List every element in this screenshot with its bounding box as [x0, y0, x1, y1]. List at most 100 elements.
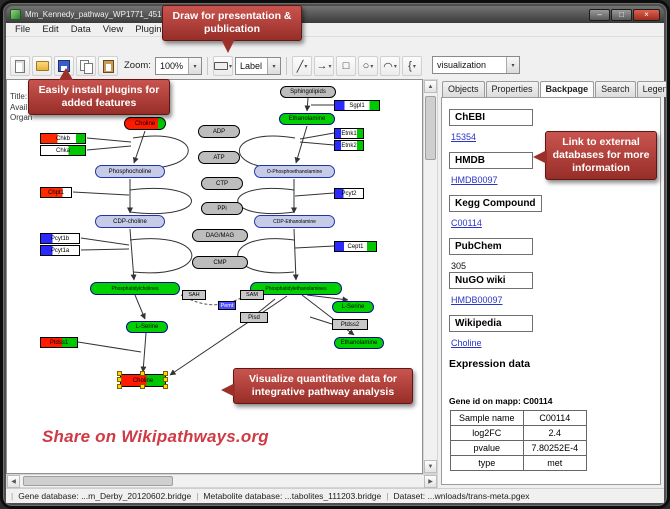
tab-objects[interactable]: Objects — [442, 81, 485, 97]
new-file-button[interactable] — [10, 56, 30, 76]
section-header-wikipedia: Wikipedia — [449, 315, 533, 332]
pathway-node-cdp-ethanolamine[interactable]: CDP-Ethanolamine — [254, 215, 335, 228]
nugo-link[interactable]: HMDB00097 — [451, 295, 503, 305]
pathway-node-pemt[interactable]: Pemt — [218, 301, 236, 310]
pathway-node-chpt1[interactable]: Chpt1 — [40, 187, 72, 198]
horizontal-scroll-thumb[interactable] — [23, 476, 173, 486]
scroll-down-icon[interactable]: ▼ — [424, 460, 437, 473]
visualization-value: visualization — [437, 60, 487, 70]
zoom-select[interactable]: 100% ▾ — [154, 57, 202, 75]
pathway-node-cdp-choline[interactable]: CDP-choline — [95, 215, 165, 228]
pathway-node-pcyt1a[interactable]: Pcyt1a — [40, 245, 80, 256]
arc-icon: ◠ — [383, 60, 393, 73]
title-bar[interactable]: Mm_Kennedy_pathway_WP1771_45176.gp... – … — [6, 6, 664, 23]
pathway-node-o-phosphoethanolamine[interactable]: O-Phosphoethanolamine — [254, 165, 335, 178]
wikipedia-link[interactable]: Choline — [451, 338, 482, 348]
maximize-button[interactable]: □ — [611, 8, 632, 21]
menu-data[interactable]: Data — [70, 24, 91, 35]
pathway-node-dag-mag[interactable]: DAG/MAG — [192, 229, 248, 242]
pubchem-value: 305 — [451, 261, 467, 271]
selection-handle[interactable] — [163, 377, 168, 382]
dropdown-icon[interactable]: ▾ — [187, 58, 201, 74]
pathway-node-ethanolamine-bottom[interactable]: Ethanolamine — [334, 337, 384, 349]
menu-edit[interactable]: Edit — [42, 24, 59, 35]
rectangle-icon: □ — [342, 60, 350, 72]
pathway-node-etnk2[interactable]: Etnk2 — [334, 140, 364, 151]
pathway-node-pcyt2[interactable]: Pcyt2 — [334, 188, 364, 199]
pathway-node-ptdss1[interactable]: Ptdss1 — [40, 337, 78, 348]
dropdown-icon: ▾ — [412, 63, 416, 70]
selection-handle[interactable] — [140, 371, 145, 376]
arc-tool-button[interactable]: ◠▾ — [380, 56, 401, 76]
pathway-node-ppi[interactable]: PPi — [201, 202, 243, 215]
callout-text: Easily install plugins for added feature… — [38, 84, 160, 110]
line-tool-button[interactable]: ╱▾ — [292, 56, 313, 76]
pathway-node-pisd[interactable]: Pisd — [240, 312, 268, 323]
pathway-node-pcyt1b[interactable]: Pcyt1b — [40, 233, 80, 244]
pathway-info-organism: Organ — [10, 113, 33, 122]
dropdown-icon[interactable]: ▾ — [506, 57, 519, 73]
selection-handle[interactable] — [117, 377, 122, 382]
pathway-node-phosphatidylethanolamines[interactable]: Phosphatidylethanolamines — [250, 282, 342, 295]
vertical-scrollbar[interactable]: ▲ ▼ — [423, 79, 438, 474]
pathway-node-ctp[interactable]: CTP — [201, 177, 243, 190]
callout-text: Draw for presentation & publication — [172, 10, 292, 36]
pathway-node-sam[interactable]: SAM — [240, 290, 264, 300]
pathway-node-etnk1[interactable]: Etnk1 — [334, 128, 364, 139]
tab-search[interactable]: Search — [595, 81, 636, 97]
selection-handle[interactable] — [117, 384, 122, 389]
add-datanode-button[interactable]: ▾ — [212, 56, 233, 76]
menu-plugins[interactable]: Plugins — [135, 24, 167, 35]
pathway-node-atp[interactable]: ATP — [198, 151, 240, 164]
label-tool-select[interactable]: Label ▾ — [234, 57, 282, 75]
menu-view[interactable]: View — [102, 24, 124, 35]
pathway-node-phosphocholine[interactable]: Phosphocholine — [95, 165, 165, 178]
rectangle-tool-button[interactable]: □ — [336, 56, 357, 76]
scroll-up-icon[interactable]: ▲ — [424, 80, 437, 93]
table-cell: 2.4 — [522, 425, 588, 441]
chebi-link[interactable]: 15354 — [451, 132, 477, 142]
scroll-left-icon[interactable]: ◀ — [7, 475, 20, 488]
selection-handle[interactable] — [140, 384, 145, 389]
horizontal-scrollbar[interactable]: ◀ ▶ — [6, 474, 438, 488]
selection-handle[interactable] — [163, 384, 168, 389]
tab-legend[interactable]: Legend — [636, 81, 666, 97]
dropdown-icon[interactable]: ▾ — [267, 58, 281, 74]
menu-file[interactable]: File — [15, 24, 31, 35]
minimize-button[interactable]: – — [589, 8, 610, 21]
pathway-node-ethanolamine-top[interactable]: Ethanolamine — [279, 113, 335, 125]
brace-tool-button[interactable]: {▾ — [402, 56, 423, 76]
close-button[interactable]: × — [633, 8, 660, 21]
tab-backpage[interactable]: Backpage — [539, 81, 595, 97]
pathway-node-choline-top[interactable]: Choline — [124, 117, 166, 130]
pathway-info-availability: Avail — [10, 103, 28, 112]
pathway-node-adp[interactable]: ADP — [198, 125, 240, 138]
oval-tool-button[interactable]: ○▾ — [358, 56, 379, 76]
scroll-right-icon[interactable]: ▶ — [424, 475, 437, 488]
visualization-select[interactable]: visualization ▾ — [432, 56, 520, 74]
vertical-scroll-thumb[interactable] — [425, 96, 436, 160]
pathway-node-ptdss2[interactable]: Ptdss2 — [332, 319, 368, 330]
pathway-node-cmp[interactable]: CMP — [192, 256, 248, 269]
tab-properties[interactable]: Properties — [485, 81, 539, 97]
copy-button[interactable] — [76, 56, 96, 76]
status-separator: | — [386, 491, 389, 501]
pathway-node-l-serine-right[interactable]: L-Serine — [332, 301, 374, 313]
pathway-node-sah[interactable]: SAH — [182, 290, 206, 300]
pathway-node-phosphatidylcholines[interactable]: Phosphatidylcholines — [90, 282, 180, 295]
arrow-tool-button[interactable]: →▾ — [314, 56, 335, 76]
pathway-canvas[interactable]: Title: Avail Organ Sphingolipids Sgpl1 E… — [6, 79, 423, 474]
selection-handle[interactable] — [117, 371, 122, 376]
pathway-node-chkb[interactable]: Chkb — [40, 133, 86, 144]
hmdb-link[interactable]: HMDB0097 — [451, 175, 498, 185]
selection-handle[interactable] — [163, 371, 168, 376]
pathway-node-chka[interactable]: Chka — [40, 145, 86, 156]
callout-arrow-down-icon — [221, 39, 235, 54]
pathway-node-l-serine-left[interactable]: L-Serine — [126, 321, 168, 333]
paste-button[interactable] — [98, 56, 118, 76]
pathway-node-sgpl1[interactable]: Sgpl1 — [334, 100, 380, 111]
open-file-button[interactable] — [32, 56, 52, 76]
kegg-link[interactable]: C00114 — [451, 218, 482, 228]
pathway-node-sphingolipids[interactable]: Sphingolipids — [280, 86, 336, 98]
pathway-node-cept1[interactable]: Cept1 — [334, 241, 377, 252]
